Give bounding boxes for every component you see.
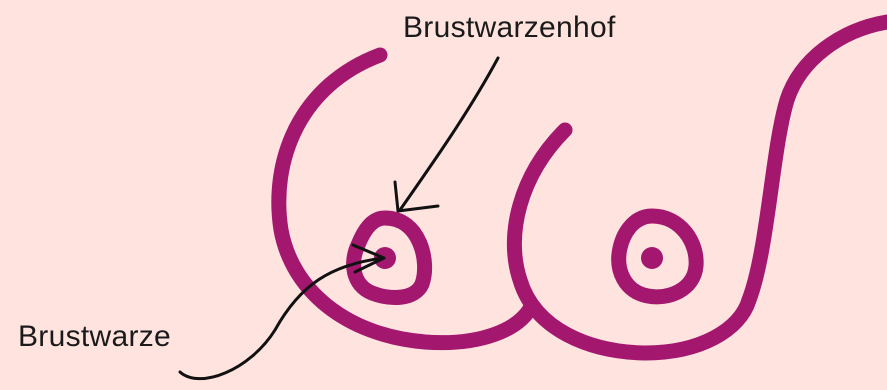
right-nipple [641,247,663,269]
areola-label: Brustwarzenhof [403,13,616,43]
nipple-label: Brustwarze [18,322,171,352]
